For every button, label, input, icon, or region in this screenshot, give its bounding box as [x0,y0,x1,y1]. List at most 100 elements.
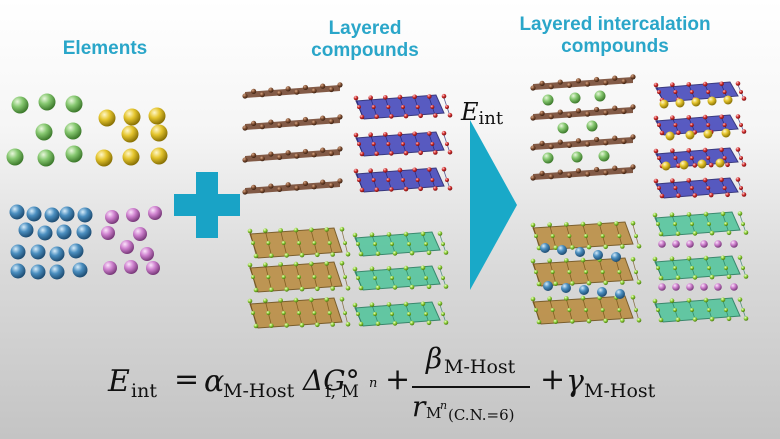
intercalation-energy-equation: E int = α M-Host ΔG° f, M n + β M-Host r… [0,338,780,433]
yellow-atom [659,99,669,109]
tan-octahedral-layer [530,294,642,325]
yellow-atom [721,128,731,138]
pink-atom [133,227,147,241]
eq-alpha: α [204,364,225,399]
elements-clusters [6,93,168,280]
green-atom [571,151,583,163]
green-octahedral-layer [652,211,749,237]
green-atom [557,122,569,134]
yellow-atom [679,160,689,170]
pink-atom [672,283,680,291]
yellow-atom [697,159,707,169]
green-atom [65,95,83,113]
blue-atom [10,244,26,260]
green-atom [598,150,610,162]
intercalation-heading-line2: compounds [561,36,669,57]
eq-fraction-bar [412,386,530,388]
blue-atom [26,206,42,222]
green-atom [35,123,53,141]
blue-atom [30,244,46,260]
plus-icon [174,172,240,238]
green-atom [594,90,606,102]
eq-lhs-sub: int [131,380,157,402]
arrow-energy-label: Eint [461,98,503,129]
yellow-atom [122,148,140,166]
eq-plus-1: + [385,362,411,397]
green-octahedral-layer [352,265,449,291]
eq-alpha-sub: M-Host [223,380,295,402]
eq-beta: β [426,342,443,375]
blue-atom [30,264,46,280]
pink-atom [672,240,680,248]
green-octahedral-layer [652,297,749,323]
tan-octahedral-layer [247,260,351,293]
blue-atom [59,206,75,222]
graphene-sheet [530,104,636,121]
yellow-atom [150,147,168,165]
layered-heading-line2: compounds [311,40,419,61]
pink-atom [658,240,666,248]
eq-beta-sub: M-Host [444,356,516,378]
eq-r-sub-sup: n [440,399,448,412]
yellow-atom [723,95,733,105]
pink-atom [105,210,119,224]
elements-heading: Elements [40,38,170,60]
blue-atom [540,243,550,253]
tan-octahedral-layer [530,256,642,287]
intercalation-compounds-structures [530,74,749,325]
green-atom [64,122,82,140]
blue-octahedral-layer [353,166,453,193]
layered-heading-line1: Layered [328,18,402,39]
graphene-sheet [242,178,343,195]
yellow-atom [691,97,701,107]
yellow-atom [715,158,725,168]
reaction-arrow-icon [470,120,517,290]
yellow-atom [121,125,139,143]
green-atom [569,92,581,104]
pink-atom [730,283,738,291]
graphene-sheet [530,134,636,151]
eq-lhs-symbol: E [108,364,130,399]
yellow-atom [707,96,717,106]
green-atom [37,149,55,167]
blue-atom [49,264,65,280]
intercalation-compounds-heading: Layered intercalation compounds [500,14,730,58]
eq-r: r [412,390,426,423]
blue-octahedral-layer [653,177,747,199]
green-octahedral-layer [652,255,749,281]
yellow-atom [703,129,713,139]
blue-atom [615,289,625,299]
blue-atom [56,224,72,240]
green-atom [6,148,24,166]
eq-delta-g-sub: f, M [325,382,359,402]
yellow-atom [123,108,141,126]
green-octahedral-layer [352,301,449,327]
pink-atom [120,240,134,254]
graphene-sheet [530,74,636,91]
blue-atom [579,285,589,295]
eq-equals: = [174,362,200,397]
blue-atom [44,207,60,223]
eq-gamma: γ [566,364,584,399]
pink-atom [700,240,708,248]
blue-atom [597,287,607,297]
blue-atom [561,283,571,293]
green-atom [65,145,83,163]
yellow-atom [148,107,166,125]
pink-atom [686,283,694,291]
blue-atom [611,252,621,262]
pink-atom [124,260,138,274]
eq-delta-g-sup: n [369,376,378,391]
blue-atom [76,224,92,240]
yellow-atom [98,109,116,127]
green-atom [542,94,554,106]
yellow-atom [95,149,113,167]
graphene-sheet [242,114,343,131]
green-atom [586,120,598,132]
eq-r-sub2: (C.N.=6) [448,406,515,424]
eq-delta-g: ΔG° [303,364,360,397]
blue-atom [72,262,88,278]
pink-atom [126,208,140,222]
tan-octahedral-layer [247,296,351,329]
